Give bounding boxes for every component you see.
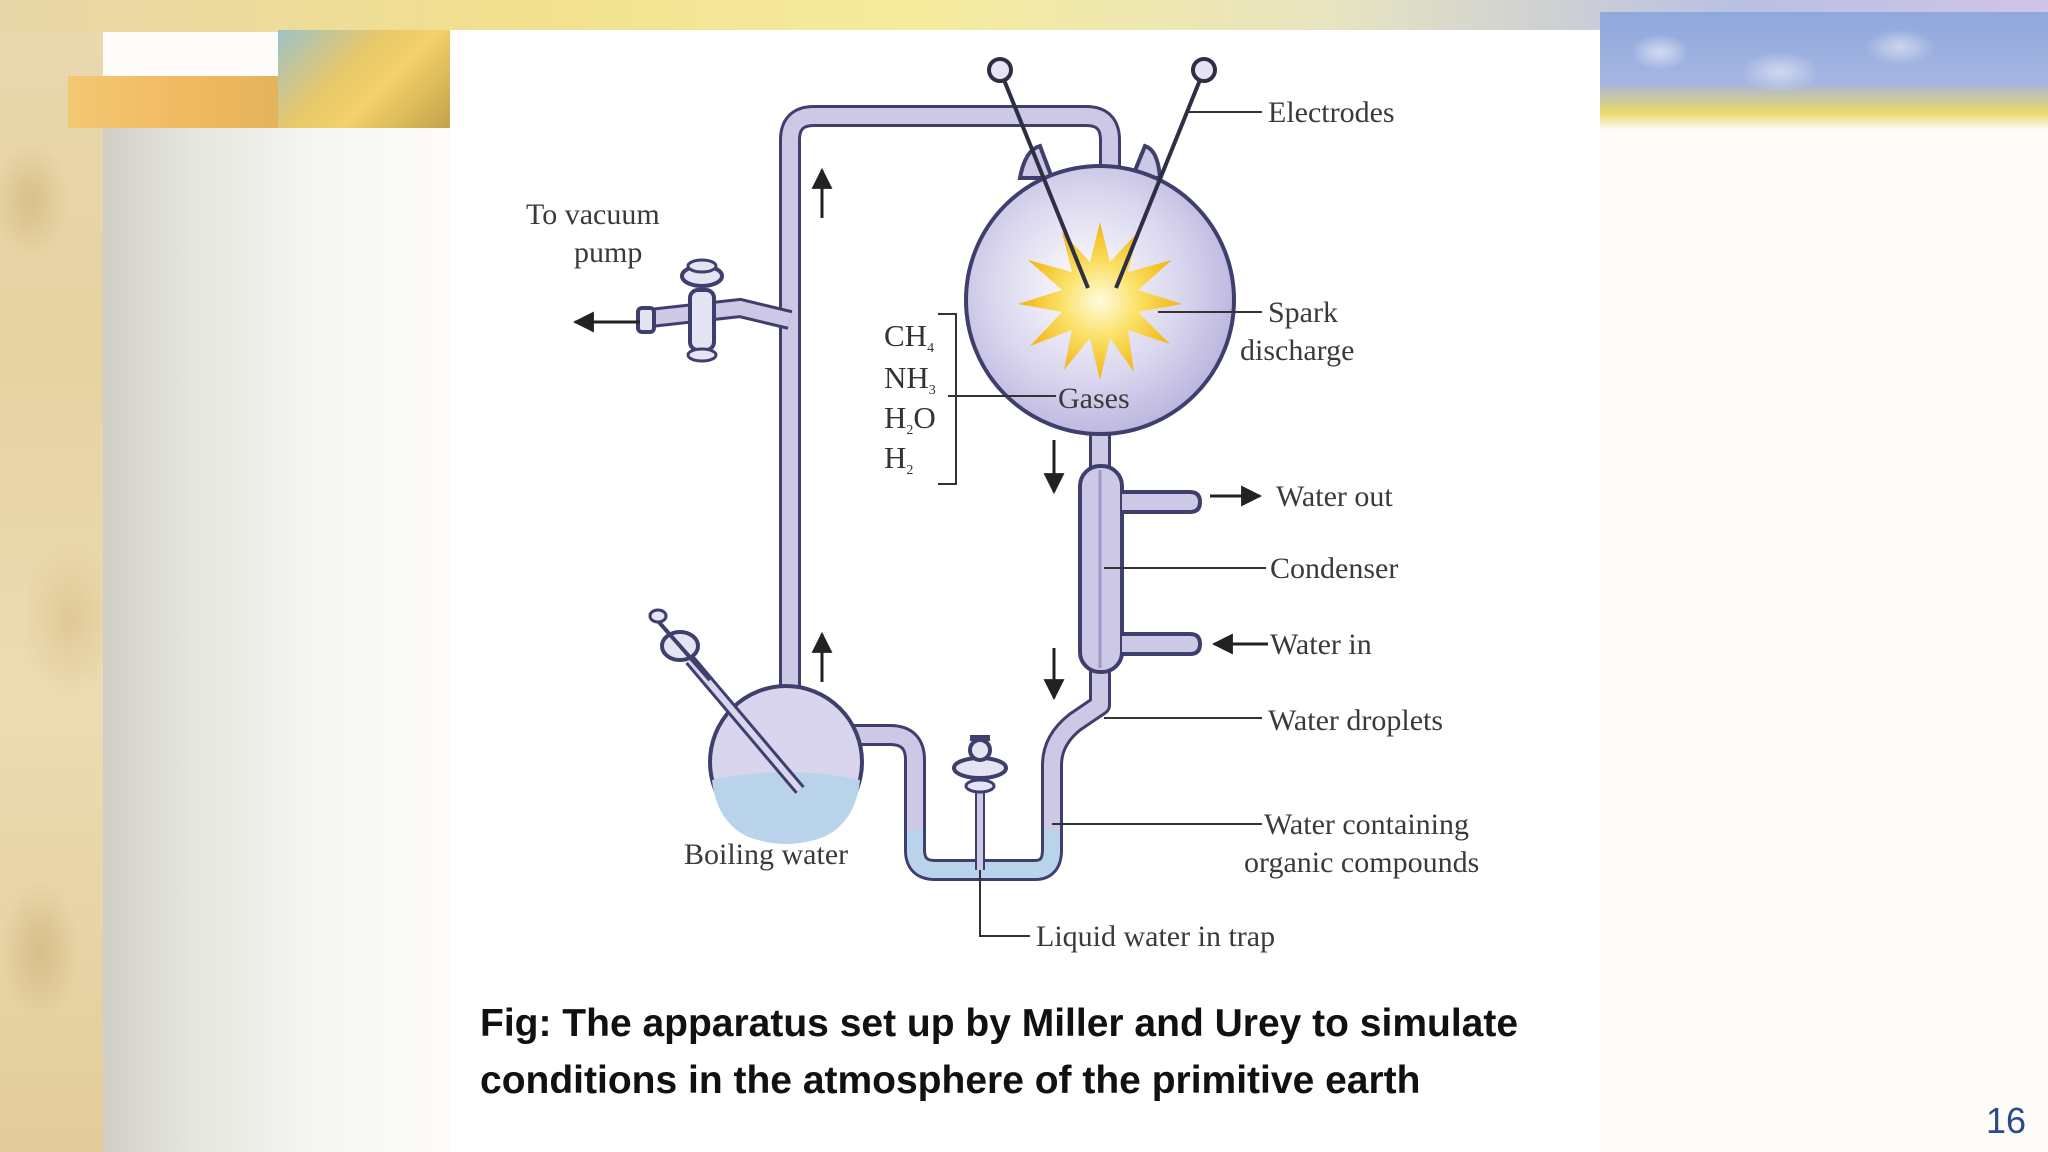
boiling-flask — [648, 608, 864, 844]
vacuum-stopcock[interactable] — [636, 258, 724, 363]
gas-h2o: H2O — [884, 400, 936, 438]
label-spark-line1: Spark — [1268, 296, 1338, 329]
label-spark-line2: discharge — [1240, 334, 1354, 367]
decorative-fabric-left — [278, 30, 450, 128]
label-boiling-water: Boiling water — [684, 838, 848, 871]
spark-flask — [964, 57, 1236, 436]
spark-icon — [1018, 222, 1182, 380]
page-number: 16 — [1986, 1100, 2027, 1141]
electrode-right — [1114, 69, 1206, 289]
label-organic-line2: organic compounds — [1244, 846, 1479, 879]
label-gases: Gases — [1058, 382, 1130, 415]
caption-line-1: Fig: The apparatus set up by Miller and … — [480, 1002, 1519, 1045]
figure-caption: Fig: The apparatus set up by Miller and … — [480, 995, 1590, 1109]
label-water-out: Water out — [1276, 480, 1393, 513]
gas-nh3: NH3 — [884, 360, 936, 398]
parchment-border — [0, 0, 103, 1152]
decorative-shadow — [103, 128, 463, 1152]
label-liquid-trap: Liquid water in trap — [1036, 920, 1275, 953]
label-condenser: Condenser — [1270, 552, 1398, 585]
label-water-in: Water in — [1270, 628, 1372, 661]
label-electrodes: Electrodes — [1268, 96, 1395, 129]
gas-h2: H2 — [884, 440, 913, 478]
gas-ch4: CH4 — [884, 318, 934, 356]
flow-arrows — [572, 167, 1268, 701]
leader-lines — [938, 111, 1266, 937]
label-water-droplets: Water droplets — [1268, 704, 1443, 737]
label-vacuum-pump-line1: To vacuum — [526, 198, 660, 231]
decorative-fabric-right — [1600, 12, 2048, 130]
decorative-orange-stripe — [68, 76, 278, 128]
trap-stopcock[interactable] — [952, 735, 1008, 794]
gas-list: CH4 NH3 H2O H2 — [884, 318, 936, 478]
electrode-left — [998, 69, 1090, 289]
label-vacuum-pump-line2: pump — [574, 236, 642, 269]
stopcock-left — [648, 608, 712, 682]
label-organic-line1: Water containing — [1264, 808, 1469, 841]
condenser — [1078, 464, 1203, 674]
caption-line-2: conditions in the atmosphere of the prim… — [480, 1059, 1421, 1102]
